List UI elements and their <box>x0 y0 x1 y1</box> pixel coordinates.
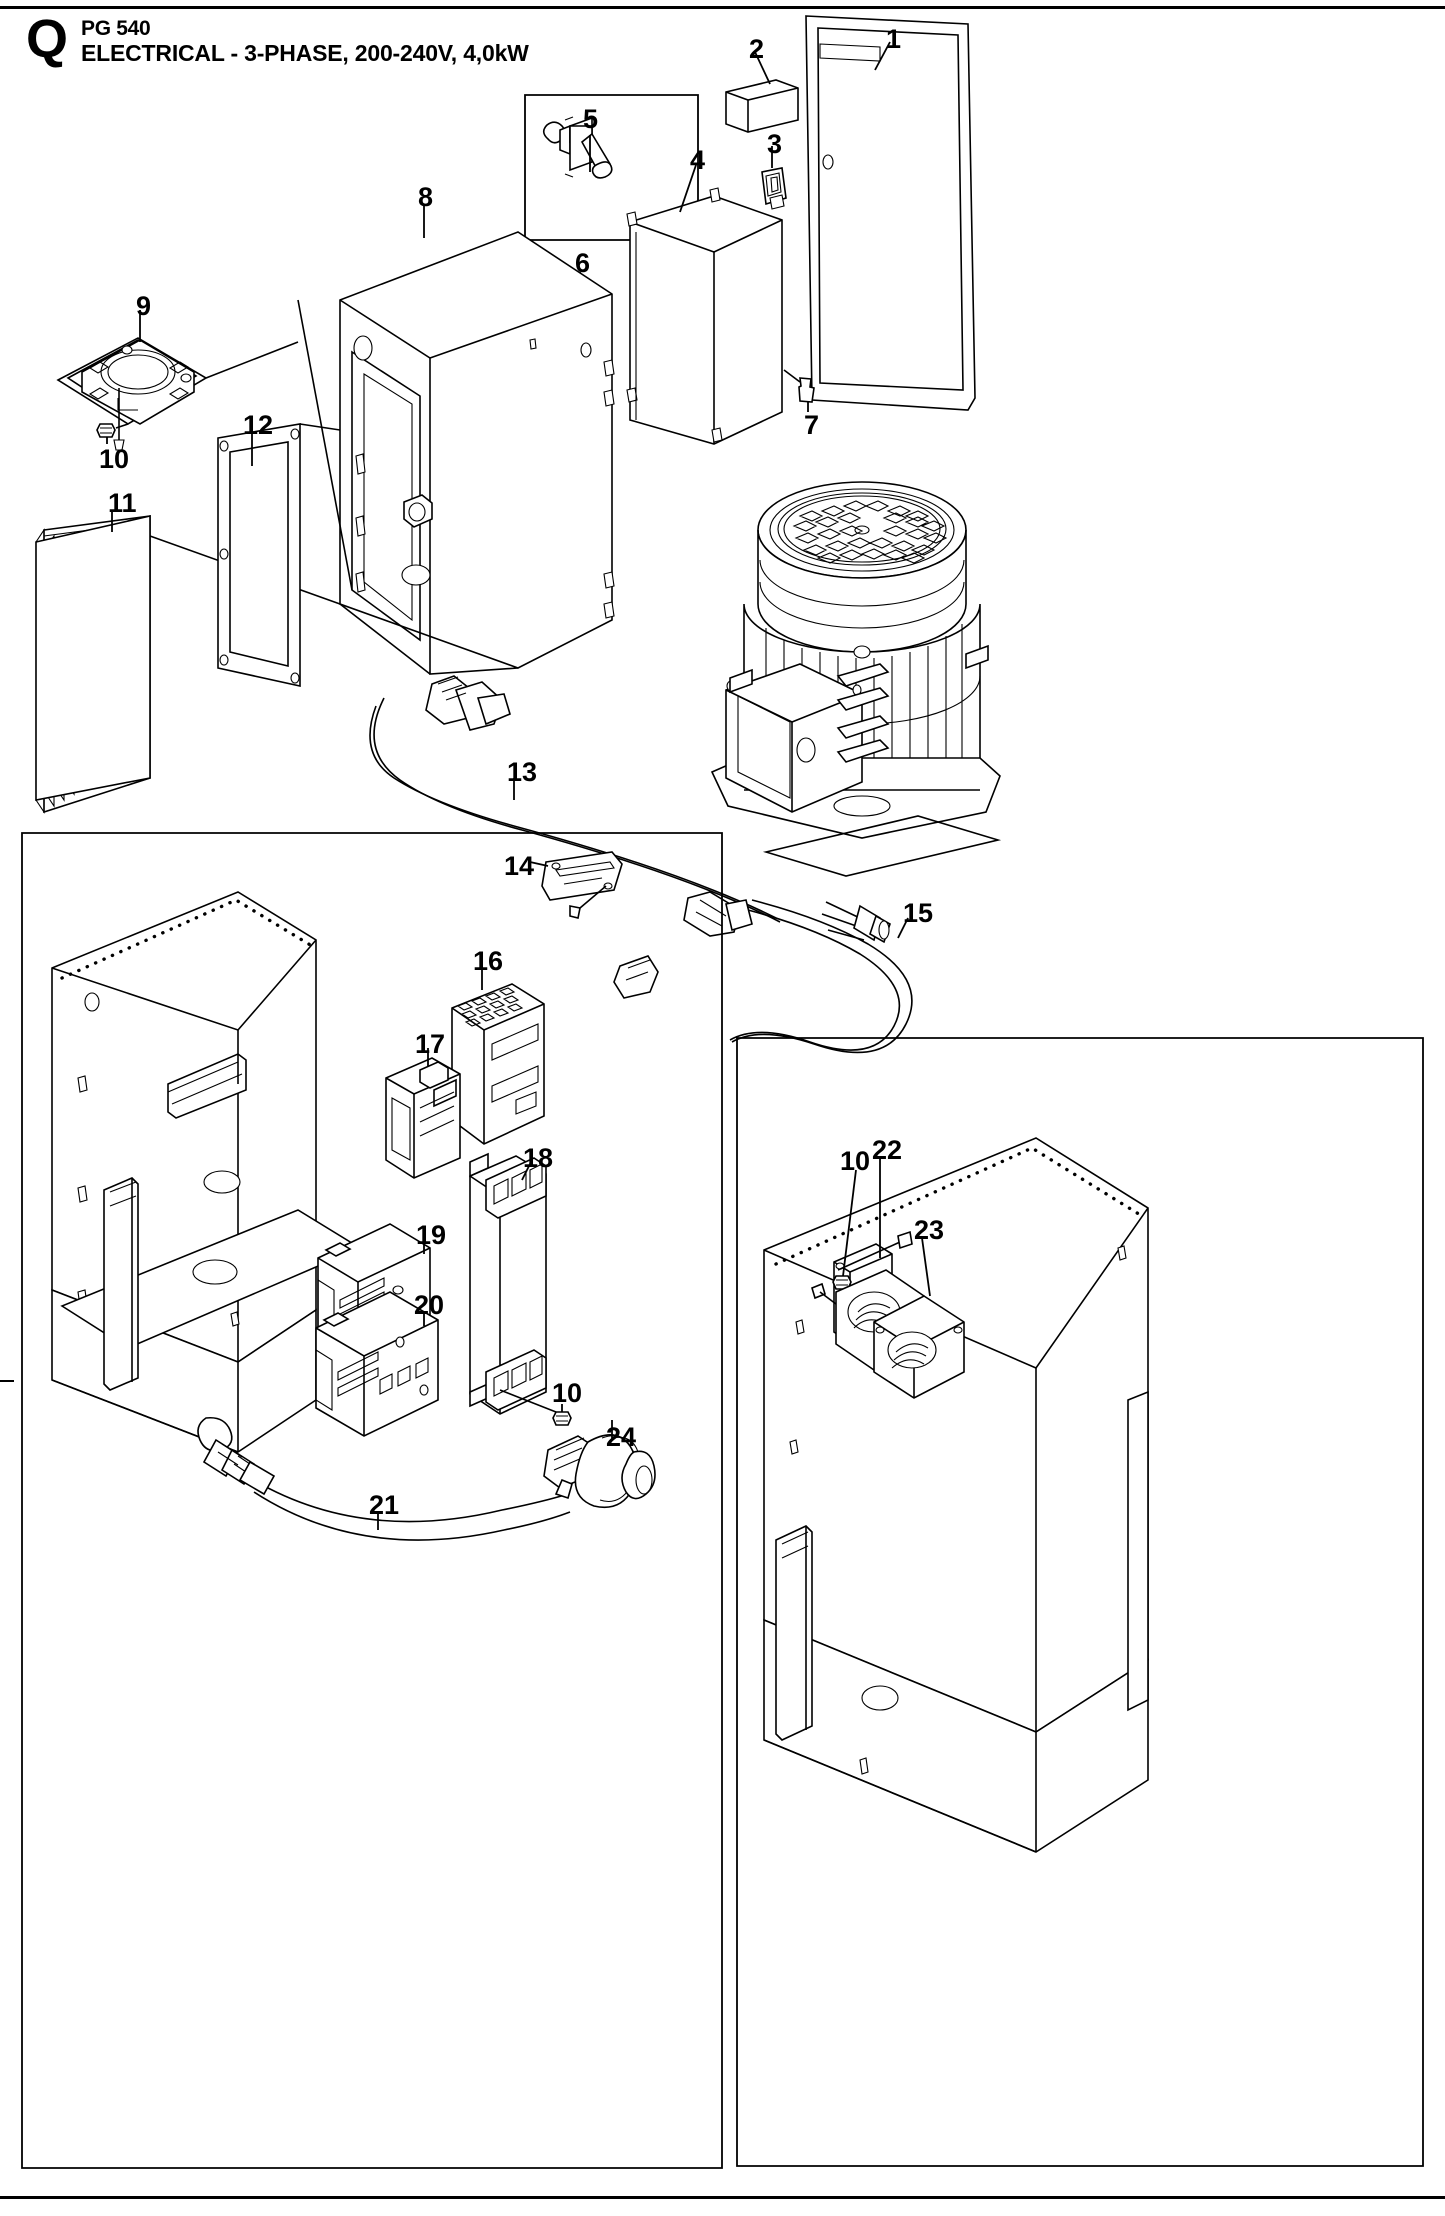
callout-19: 19 <box>416 1220 447 1250</box>
motor-fan-grille <box>784 496 946 563</box>
inset-lower-assembly <box>22 833 722 2168</box>
callout-17: 17 <box>415 1029 446 1059</box>
page-bottom-rule <box>0 2196 1445 2199</box>
part-4-inner-cover <box>627 165 782 444</box>
part-7-screw <box>784 370 814 412</box>
chassis-plate <box>52 892 360 1452</box>
part-20-contactor <box>316 1292 438 1436</box>
callout-18: 18 <box>523 1143 554 1173</box>
callout-15: 15 <box>903 898 934 928</box>
part-10-nut-lower <box>500 1390 571 1425</box>
callout-8: 8 <box>418 182 434 212</box>
part-2-control-module <box>726 52 798 132</box>
callout-3: 3 <box>767 129 783 159</box>
callout-16: 16 <box>473 946 504 976</box>
electric-motor <box>712 482 1000 876</box>
callout-23: 23 <box>914 1215 945 1245</box>
callout-2: 2 <box>749 34 765 64</box>
part-10-nut-upper <box>97 424 128 444</box>
page-left-tick <box>0 1380 14 1382</box>
din-rail <box>104 1054 246 1390</box>
part-18-emc-filter <box>470 1154 546 1414</box>
model-name: PG 540 <box>81 17 151 40</box>
part-16-power-supply <box>452 966 544 1144</box>
part-24-three-phase-plug <box>544 1420 655 1507</box>
callout-9: 9 <box>136 291 152 321</box>
callout-10-panel: 10 <box>840 1146 871 1176</box>
callout-22: 22 <box>872 1135 903 1165</box>
inset-detail-5 <box>525 95 698 288</box>
callout-11: 11 <box>108 488 137 518</box>
callout-7: 7 <box>804 410 820 440</box>
callout-10-lower: 10 <box>552 1378 583 1408</box>
part-21-mains-cable <box>198 1418 570 1540</box>
part-10-nut-panel <box>833 1170 856 1289</box>
title-block: PG 540 ELECTRICAL - 3-PHASE, 200-240V, 4… <box>81 14 529 67</box>
callout-24: 24 <box>606 1422 637 1452</box>
part-1-door-panel <box>806 16 975 410</box>
inset-fan-panel <box>737 1038 1423 2166</box>
callout-1: 1 <box>886 24 902 54</box>
part-12-gasket-frame <box>218 424 340 686</box>
callout-14: 14 <box>504 851 535 881</box>
callout-13: 13 <box>507 757 538 787</box>
part-8-enclosure-housing <box>150 205 614 674</box>
part-3-latch-clip <box>762 146 786 209</box>
callout-10-upper: 10 <box>99 444 130 474</box>
callout-12: 12 <box>243 410 274 440</box>
page-top-rule <box>0 6 1445 9</box>
callout-4: 4 <box>690 145 706 175</box>
part-23-fan <box>812 1238 964 1398</box>
part-15-cable-gland <box>614 892 912 1052</box>
part-13-motor-cable <box>370 676 780 922</box>
page-header: Q PG 540 ELECTRICAL - 3-PHASE, 200-240V,… <box>26 9 529 69</box>
section-letter: Q <box>26 9 68 69</box>
part-14-cable-clamp <box>530 852 622 918</box>
callout-5: 5 <box>583 104 599 134</box>
part-11-heat-sink <box>36 510 150 812</box>
diagram-title: ELECTRICAL - 3-PHASE, 200-240V, 4,0kW <box>81 40 529 66</box>
callout-20: 20 <box>414 1290 445 1320</box>
part-17-circuit-breaker <box>386 1048 460 1178</box>
grease-cartridge-part <box>544 117 612 178</box>
callout-6: 6 <box>575 248 591 278</box>
fan-panel-chassis <box>764 1138 1148 1852</box>
part-9-fan-assembly <box>58 310 298 450</box>
callout-21: 21 <box>369 1490 400 1520</box>
